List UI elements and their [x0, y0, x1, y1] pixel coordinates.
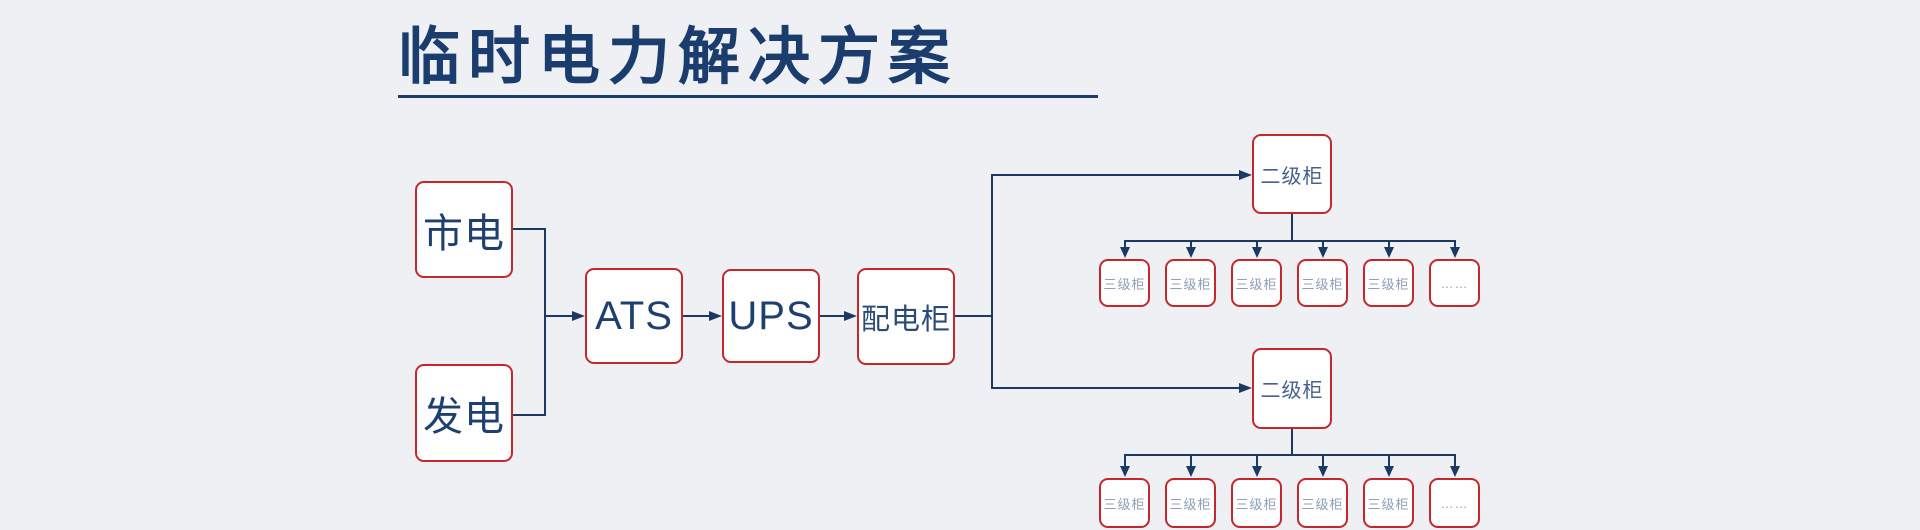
connector-line [1124, 240, 1456, 242]
arrow-right-icon [844, 311, 857, 321]
node-distribution-cabinet-label: 配电柜 [860, 303, 951, 336]
node-tertiary-cabinet: 三级柜 [1099, 478, 1150, 528]
arrow-down-icon [1384, 466, 1394, 477]
arrow-down-icon [1450, 466, 1460, 477]
node-tertiary-label: 三级柜 [1235, 496, 1278, 512]
node-ellipsis-label: …… [1440, 275, 1469, 291]
node-mains: 市电 [415, 181, 513, 278]
arrow-right-icon [1239, 170, 1252, 180]
arrow-down-icon [1318, 466, 1328, 477]
arrow-down-icon [1186, 247, 1196, 258]
arrow-right-icon [572, 311, 585, 321]
node-tertiary-label: 三级柜 [1301, 276, 1344, 292]
connector-line [991, 387, 1239, 389]
connector-line [1291, 214, 1293, 242]
connector-line [1388, 240, 1390, 248]
node-tertiary-label: 三级柜 [1103, 496, 1146, 512]
node-tertiary-cabinet: 三级柜 [1231, 478, 1282, 528]
connector-line [1388, 454, 1390, 467]
node-secondary-cabinet-top: 二级柜 [1252, 134, 1332, 214]
connector-line [546, 315, 572, 317]
node-ellipsis-label: …… [1440, 495, 1469, 511]
node-distribution-cabinet: 配电柜 [857, 268, 955, 365]
node-secondary-cabinet-top-label: 二级柜 [1260, 165, 1324, 188]
arrow-right-icon [1239, 383, 1252, 393]
connector-line [683, 315, 709, 317]
node-secondary-cabinet-bottom: 二级柜 [1252, 348, 1332, 429]
connector-line [955, 315, 993, 317]
connector-line [1124, 454, 1456, 456]
connector-line [513, 414, 544, 416]
node-mains-label: 市电 [423, 211, 505, 256]
node-ups-label: UPS [728, 293, 814, 338]
node-ats: ATS [585, 268, 683, 364]
node-tertiary-label: 三级柜 [1367, 276, 1410, 292]
node-ellipsis: …… [1429, 259, 1480, 307]
node-tertiary-cabinet: 三级柜 [1165, 478, 1216, 528]
node-tertiary-cabinet: 三级柜 [1099, 259, 1150, 307]
page-title: 临时电力解决方案 [398, 23, 959, 92]
arrow-right-icon [709, 311, 722, 321]
connector-line [1256, 454, 1258, 467]
arrow-down-icon [1252, 247, 1262, 258]
node-tertiary-cabinet: 三级柜 [1297, 259, 1348, 307]
node-tertiary-cabinet: 三级柜 [1363, 259, 1414, 307]
connector-line [1124, 454, 1126, 467]
node-generator: 发电 [415, 364, 513, 462]
node-ups: UPS [722, 269, 820, 363]
connector-line [1322, 454, 1324, 467]
node-tertiary-cabinet: 三级柜 [1231, 259, 1282, 307]
connector-line [1454, 454, 1456, 467]
node-tertiary-cabinet: 三级柜 [1165, 259, 1216, 307]
node-tertiary-cabinet: 三级柜 [1363, 478, 1414, 528]
connector-line [1454, 240, 1456, 248]
arrow-down-icon [1120, 247, 1130, 258]
connector-line [1322, 240, 1324, 248]
node-tertiary-label: 三级柜 [1235, 276, 1278, 292]
node-tertiary-label: 三级柜 [1301, 496, 1344, 512]
connector-line [1124, 240, 1126, 248]
arrow-down-icon [1450, 247, 1460, 258]
connector-line [1291, 429, 1293, 456]
node-tertiary-label: 三级柜 [1103, 276, 1146, 292]
arrow-down-icon [1120, 466, 1130, 477]
connector-line [820, 315, 844, 317]
title-underline [398, 95, 1098, 98]
arrow-down-icon [1252, 466, 1262, 477]
connector-line [1190, 240, 1192, 248]
node-secondary-cabinet-bottom-label: 二级柜 [1260, 380, 1324, 402]
arrow-down-icon [1318, 247, 1328, 258]
connector-line [513, 228, 544, 230]
node-tertiary-cabinet: 三级柜 [1297, 478, 1348, 528]
node-ats-label: ATS [595, 293, 673, 338]
node-tertiary-label: 三级柜 [1169, 496, 1212, 512]
connector-line [991, 174, 1239, 176]
node-ellipsis: …… [1429, 478, 1480, 528]
node-generator-label: 发电 [423, 395, 505, 439]
connector-line [1190, 454, 1192, 467]
arrow-down-icon [1186, 466, 1196, 477]
connector-line [991, 174, 993, 389]
node-tertiary-label: 三级柜 [1367, 496, 1410, 512]
node-tertiary-label: 三级柜 [1169, 276, 1212, 292]
arrow-down-icon [1384, 247, 1394, 258]
connector-line [1256, 240, 1258, 248]
connector-line [544, 228, 546, 416]
